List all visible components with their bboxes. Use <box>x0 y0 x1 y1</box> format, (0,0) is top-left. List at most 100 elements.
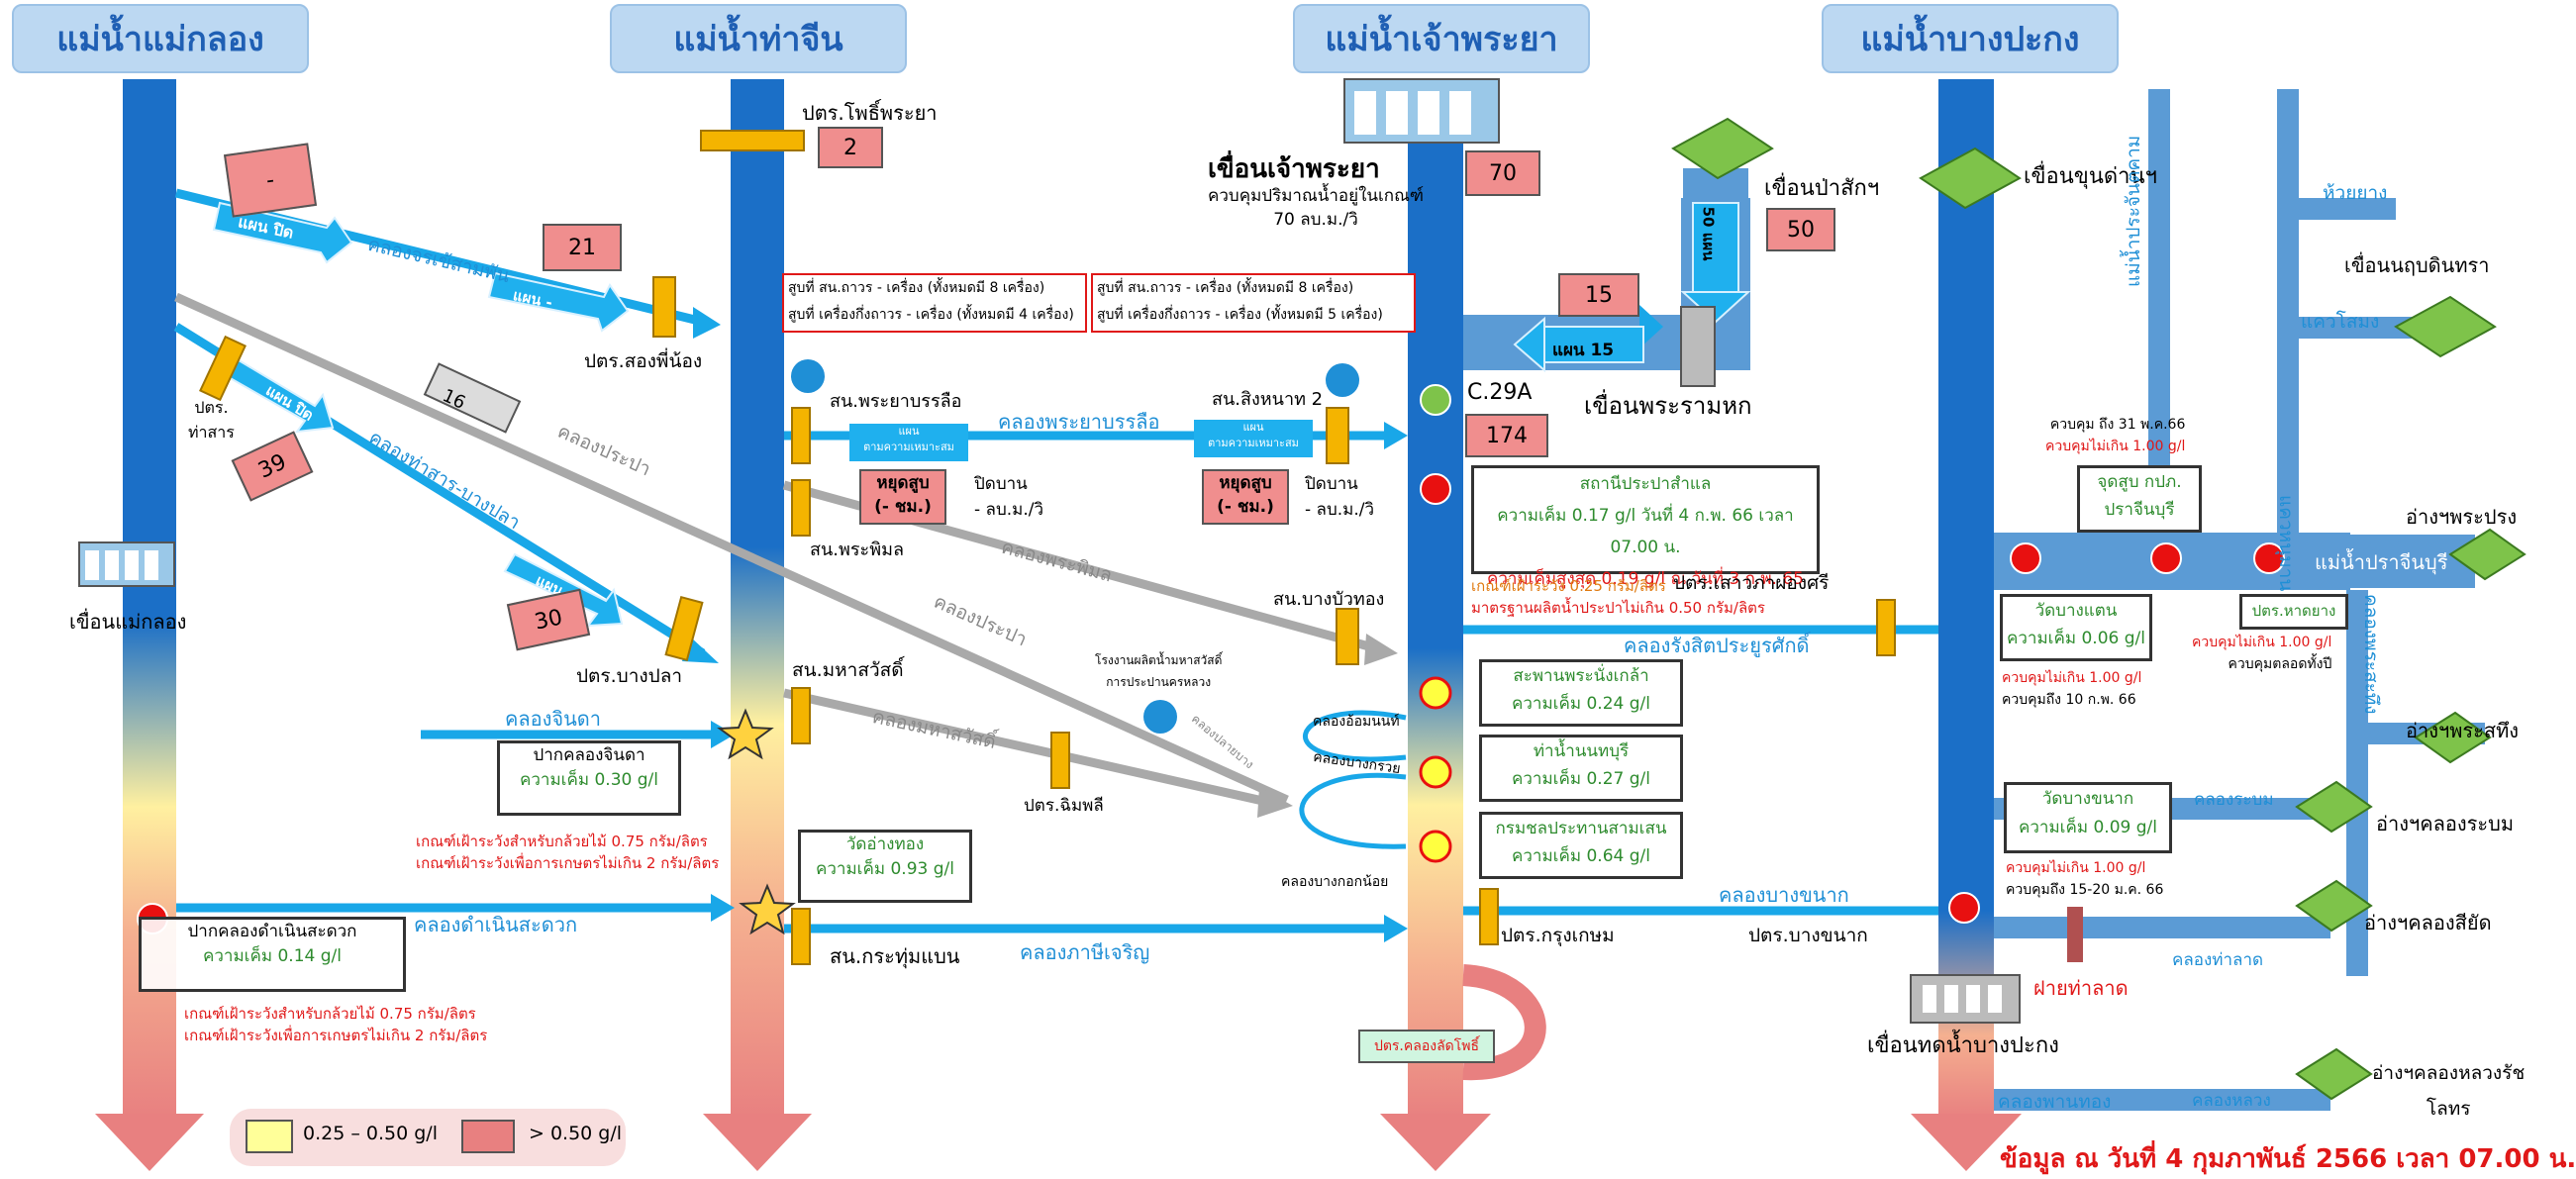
pump-station-icon <box>1143 700 1177 734</box>
phra-sathueng-canal <box>2346 590 2368 976</box>
river-title-chao-phraya: แม่น้ำเจ้าพระยา <box>1293 4 1590 73</box>
value-box: - <box>223 143 318 218</box>
mae-klong-arrow <box>95 1114 204 1171</box>
dam-icon <box>78 541 175 587</box>
river-label: แควหนุมาน <box>2275 495 2297 592</box>
value-box: 2 <box>818 127 883 168</box>
reservoir-label: อ่างฯคลองสียัด <box>2364 911 2492 934</box>
canal-bang-kruai <box>1299 772 1407 849</box>
station-pinklao-dot <box>1419 676 1452 710</box>
gate-label: ปตร.ฉิมพลี <box>1024 796 1104 816</box>
station-damnoen: ปากคลองดำเนินสะดวก ความเค็ม 0.14 g/l <box>139 917 406 992</box>
salinity-diagram: แม่น้ำแม่กลอง แม่น้ำท่าจีน แม่น้ำเจ้าพระ… <box>12 4 2576 1174</box>
closed-label: ปิดบาน - ลบ.ม./วิ <box>974 474 1044 520</box>
canal-label: คลองหลวง <box>2192 1091 2271 1111</box>
tha-chin-river <box>731 79 784 1119</box>
pump-label: สน.สิงหนาท 2 <box>1212 389 1324 410</box>
criteria-text: มาตรฐานผลิตน้ำประปาไม่เกิน 0.50 กรัม/ลิต… <box>1471 599 1765 617</box>
pump-label: สน.พระพิมล <box>810 540 904 560</box>
chao-phraya-river <box>1408 139 1463 1119</box>
value-box: 15 <box>1558 273 1639 317</box>
gate-label: ปตร.บางปลา <box>576 665 683 687</box>
reservoir-label: อ่างฯคลองระบม <box>2376 812 2515 835</box>
legend-label-yellow: 0.25 – 0.50 g/l <box>303 1123 438 1144</box>
plant-label: โรงงานผลิตน้ำมหาสวัสดิ์ การประปานครหลวง <box>1095 653 1223 689</box>
gate-label: ปตร.ท่าสาร <box>188 398 235 442</box>
criteria-text: เกณฑ์เฝ้าระวังเพื่อการเกษตรไม่เกิน 2 กรั… <box>184 1027 488 1044</box>
canal-label: คลองจินดา <box>505 707 602 731</box>
tha-chin-arrow <box>703 1114 812 1171</box>
tha-lat-weir <box>2067 907 2083 962</box>
station-samsen: กรมชลประทานสามเสน ความเค็ม 0.64 g/l <box>1479 812 1683 879</box>
station-chinda: ปากคลองจินดา ความเค็ม 0.30 g/l <box>497 740 681 816</box>
station-nonthaburi: ท่าน้ำนนทบุรี ความเค็ม 0.27 g/l <box>1479 735 1683 802</box>
reservoir-label: อ่างฯพระปรง <box>2406 505 2518 529</box>
station-nonthaburi-dot <box>1419 755 1452 789</box>
canal-label: คลองอ้อมนนท์ <box>1313 714 1400 730</box>
gate-label: ปตร.เสาวภาผ่องศรี <box>1673 572 1830 594</box>
canal-om-non <box>1303 710 1407 762</box>
bang-pakong-arrow <box>1911 1114 2022 1171</box>
diagram-canvas <box>78 78 2526 1171</box>
legend <box>230 1109 626 1166</box>
flow-arrow-1 <box>212 201 353 264</box>
criteria-text: เกณฑ์เฝ้าระวังเพื่อการเกษตรไม่เกิน 2 กรั… <box>416 854 720 872</box>
gate-label: ปตร.โพธิ์พระยา <box>802 101 938 125</box>
station-wat-bang-taen: วัดบางแตน ความเค็ม 0.06 g/l <box>2000 594 2152 661</box>
pump-label: สน.มหาสวัสดิ์ <box>792 659 904 681</box>
legend-swatch-yellow <box>246 1120 293 1153</box>
bang-pakong-river <box>1938 79 1994 1119</box>
river-label: แม่น้ำปราจีนบุรี <box>2315 550 2448 574</box>
stop-box: หยุดสูบ (- ชม.) <box>859 469 946 525</box>
gate-label: ปตร.บางขนาก <box>1748 925 1868 946</box>
river-title-bang-pakong: แม่น้ำบางปะกง <box>1822 4 2119 73</box>
pump-label: สน.กระทุ่มแบน <box>830 944 960 968</box>
dam-icon <box>1671 117 2526 1101</box>
rama6-flow-arrow <box>1543 326 1644 363</box>
pump-label: สน.บางบัวทอง <box>1273 589 1385 610</box>
river-label: ห้วยยาง <box>2323 182 2388 204</box>
stop-box: หยุดสูบ (- ชม.) <box>1202 469 1289 525</box>
station-wat-ang-thong: วัดอ่างทอง ความเค็ม 0.93 g/l <box>798 830 972 903</box>
canal-label: คลองรังสิตประยูรศักดิ์ <box>1624 634 1810 657</box>
prapa-value-box <box>423 362 522 434</box>
river-label: แม่น้ำประจันตคาม <box>2123 135 2144 287</box>
river-label: แควโสมง <box>2301 311 2380 333</box>
flow-label: แผน 15 <box>1552 341 1615 360</box>
dam-label: เขื่อนป่าสักฯ <box>1764 176 1880 201</box>
criteria-text: เกณฑ์เฝ้าระวัง 0.25 กรัม/ลิตร <box>1471 577 1666 595</box>
legend-swatch-red <box>461 1120 515 1153</box>
canal-label: คลองระบม <box>2194 790 2274 810</box>
control-note: ควบคุม ถึง 31 พ.ค.66 ควบคุมไม่เกิน 1.00 … <box>2045 417 2186 454</box>
canal-label: คลองดำเนินสะดวก <box>414 913 578 936</box>
canal-prapa <box>174 292 1289 805</box>
canal-label: คลองพานทอง <box>1998 1091 2112 1113</box>
canal-label: คลองพระสะทึง <box>2360 594 2382 715</box>
criteria-text: เกณฑ์เฝ้าระวังสำหรับกล้วยไม้ 0.75 กรัม/ล… <box>416 833 708 850</box>
dam-label: เขื่อนพระรามหก <box>1584 392 1752 420</box>
star-icon <box>739 883 796 935</box>
dam-label: เขื่อนแม่กลอง <box>69 610 187 634</box>
canal-label: คลองพระยาบรรลือ <box>998 410 1160 434</box>
canal-label: คลองบางกอกน้อย <box>1281 874 1389 890</box>
reservoir-label: อ่างฯพระสทึง <box>2406 719 2520 742</box>
pump-label: สน.พระยาบรรลือ <box>830 391 962 412</box>
canal-label: คลองท่าลาด <box>2172 950 2264 970</box>
control-note: ควบคุมไม่เกิน 1.00 g/l ควบคุมถึง 15-20 ม… <box>2006 860 2164 898</box>
dam-icon <box>1680 306 1716 387</box>
gate-label: ปตร.สองพี่น้อง <box>584 350 703 372</box>
flow-label: 50 แผน <box>1699 206 1718 261</box>
canal-label: คลองบางขนาก <box>1719 883 1849 907</box>
dam-label: เขื่อนทดน้ำบางปะกง <box>1867 1033 2059 1058</box>
criteria-text: เกณฑ์เฝ้าระวังสำหรับกล้วยไม้ 0.75 กรัม/ล… <box>184 1005 476 1023</box>
station-bang-khanak-dot <box>1948 892 1980 924</box>
gate-label: ปตร.กรุงเกษม <box>1501 925 1615 946</box>
legend-label-red: > 0.50 g/l <box>529 1123 623 1144</box>
lat-pho-loop <box>1462 964 1546 1081</box>
weir-label: ฝายท่าลาด <box>2033 976 2129 1000</box>
station-c29a-dot <box>1420 384 1451 416</box>
gate-icons <box>199 130 1896 965</box>
river-title-tha-chin: แม่น้ำท่าจีน <box>610 4 907 73</box>
flow-label: แผน ตามความเหมาะสม <box>1194 420 1313 457</box>
station-samsen-dot <box>1419 830 1452 863</box>
